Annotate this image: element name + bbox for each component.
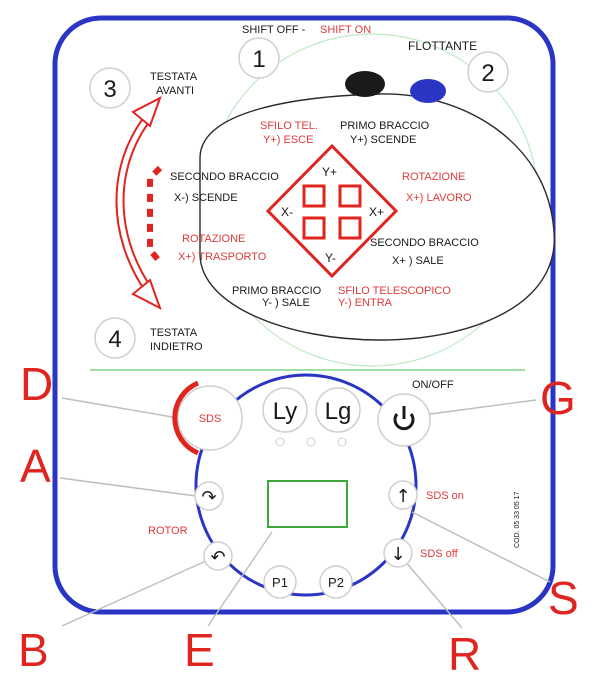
indicator-led-1 xyxy=(275,437,285,447)
callout-s: S xyxy=(548,572,579,624)
ly-button[interactable] xyxy=(262,387,308,433)
leader-g xyxy=(429,399,537,415)
sds-on-label: SDS on xyxy=(426,490,464,502)
sds-off-button[interactable] xyxy=(383,538,413,568)
number-4: 4 xyxy=(108,326,121,353)
sfilo-tel-line2: Y+) ESCE xyxy=(263,134,313,146)
primo-braccio-up-line1: PRIMO BRACCIO xyxy=(340,120,430,132)
shift-button[interactable] xyxy=(345,71,385,97)
primo-braccio-down-line2: Y- ) SALE xyxy=(262,297,310,309)
rotor-label: ROTOR xyxy=(148,525,188,537)
number-1: 1 xyxy=(252,46,265,73)
sds-label: SDS xyxy=(199,413,222,425)
primo-braccio-down-line1: PRIMO BRACCIO xyxy=(232,285,322,297)
arrow-down-icon: ↓ xyxy=(390,544,405,565)
number-circle-2 xyxy=(467,51,509,93)
x-minus-label: X- xyxy=(281,205,293,219)
secondo-braccio-left-line2: X-) SCENDE xyxy=(174,192,238,204)
rotate-right-icon: ↷ xyxy=(201,487,216,508)
sfilo-telescopico-line1: SFILO TELESCOPICO xyxy=(338,285,451,297)
shift-on-label: SHIFT ON xyxy=(320,24,371,36)
direction-cross xyxy=(265,143,399,279)
leader-d xyxy=(61,397,179,419)
secondo-braccio-left-line1: SECONDO BRACCIO xyxy=(170,171,279,183)
testata-indietro-line1: TESTATA xyxy=(150,327,198,339)
leader-r xyxy=(403,559,463,629)
power-icon xyxy=(393,406,415,431)
rotazione-right-line2: X+) LAVORO xyxy=(406,192,472,204)
callout-r: R xyxy=(448,628,481,676)
leader-s xyxy=(411,511,551,583)
y-plus-label: Y+ xyxy=(322,165,337,179)
double-arrow-icon xyxy=(115,95,162,311)
number-2: 2 xyxy=(481,60,494,87)
testata-avanti-line1: TESTATA xyxy=(150,71,198,83)
leader-b xyxy=(61,559,209,627)
p2-label: P2 xyxy=(328,575,344,590)
sds-off-label: SDS off xyxy=(420,548,459,560)
secondo-braccio-right-line2: X+ ) SALE xyxy=(392,255,444,267)
ly-label: Ly xyxy=(273,398,297,425)
flottante-button[interactable] xyxy=(410,79,446,103)
joystick-side-marker xyxy=(147,165,163,264)
callout-e: E xyxy=(184,624,215,676)
number-circle-1 xyxy=(238,37,280,79)
sds-on-button[interactable] xyxy=(388,480,418,510)
rotate-left-icon: ↶ xyxy=(210,547,225,568)
indicator-led-3 xyxy=(337,437,347,447)
number-3: 3 xyxy=(103,76,116,103)
control-ring xyxy=(194,373,418,597)
rotazione-left-line1: ROTAZIONE xyxy=(182,233,245,245)
x-plus-label: X+ xyxy=(369,205,384,219)
rotor-cw-button[interactable] xyxy=(194,481,224,511)
power-button[interactable] xyxy=(377,393,431,447)
lg-label: Lg xyxy=(325,398,352,425)
callout-b: B xyxy=(18,624,49,676)
rotazione-left-line2: X+) TRASPORTO xyxy=(178,251,267,263)
sfilo-telescopico-line2: Y-) ENTRA xyxy=(338,297,393,309)
callout-a: A xyxy=(20,440,51,492)
arrow-up-icon: ↑ xyxy=(395,486,410,507)
secondo-braccio-right-line1: SECONDO BRACCIO xyxy=(370,237,479,249)
primo-braccio-up-line2: Y+) SCENDE xyxy=(350,134,416,146)
on-off-label: ON/OFF xyxy=(412,379,454,391)
number-circle-4 xyxy=(94,317,136,359)
p2-button[interactable] xyxy=(319,565,353,599)
sfilo-tel-line1: SFILO TEL. xyxy=(260,120,318,132)
y-minus-label: Y- xyxy=(325,251,336,265)
sds-red-arc xyxy=(172,380,200,456)
display-screen xyxy=(267,480,348,528)
leader-a xyxy=(59,477,197,497)
testata-indietro-line2: INDIETRO xyxy=(150,341,203,353)
leader-e xyxy=(207,531,273,627)
lg-button[interactable] xyxy=(315,387,361,433)
rotor-ccw-button[interactable] xyxy=(203,541,233,571)
sds-button[interactable] xyxy=(177,385,243,451)
indicator-led-2 xyxy=(306,437,316,447)
testata-avanti-line2: AVANTI xyxy=(156,85,194,97)
callout-g: G xyxy=(540,372,576,424)
shift-off-label: SHIFT OFF - xyxy=(242,24,306,36)
p1-button[interactable] xyxy=(263,565,297,599)
p1-label: P1 xyxy=(272,575,288,590)
part-code: COD. 05 33 05 17 xyxy=(514,491,521,548)
flottante-label: FLOTTANTE xyxy=(408,39,477,53)
number-circle-3 xyxy=(89,67,131,109)
rotazione-right-line1: ROTAZIONE xyxy=(402,171,465,183)
callout-d: D xyxy=(20,358,53,410)
